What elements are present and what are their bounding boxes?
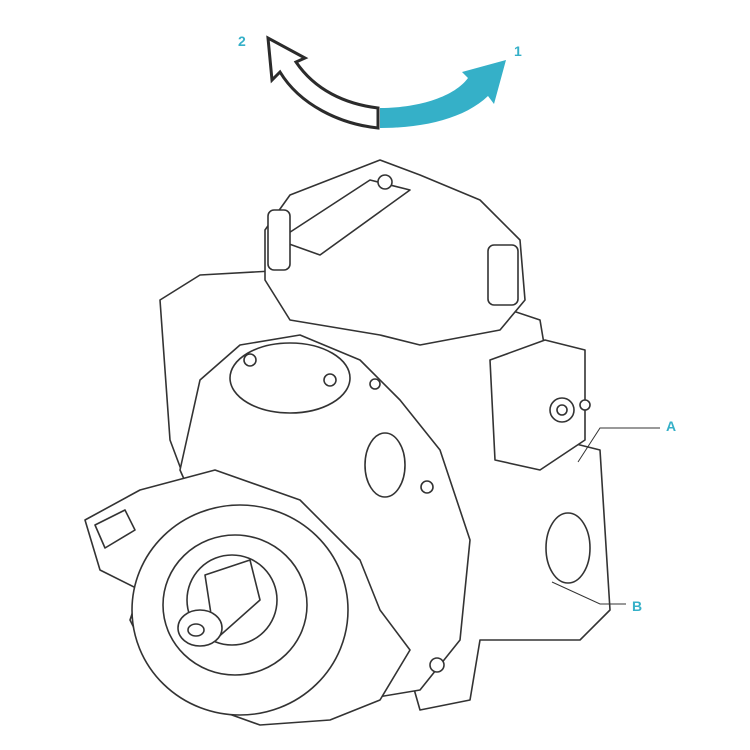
leader-lines xyxy=(551,427,660,605)
rotation-label-2: 2 xyxy=(238,33,246,49)
port-label-a: A xyxy=(666,418,677,434)
port-label-b: B xyxy=(632,598,643,614)
port-a-leader xyxy=(577,427,660,463)
rotation-label-1: 1 xyxy=(514,43,522,59)
pump-drawing xyxy=(84,159,611,726)
rotation-arrow-2-icon xyxy=(266,35,380,130)
port-b-leader xyxy=(551,581,626,605)
rotation-arrow-1-icon xyxy=(380,60,506,128)
